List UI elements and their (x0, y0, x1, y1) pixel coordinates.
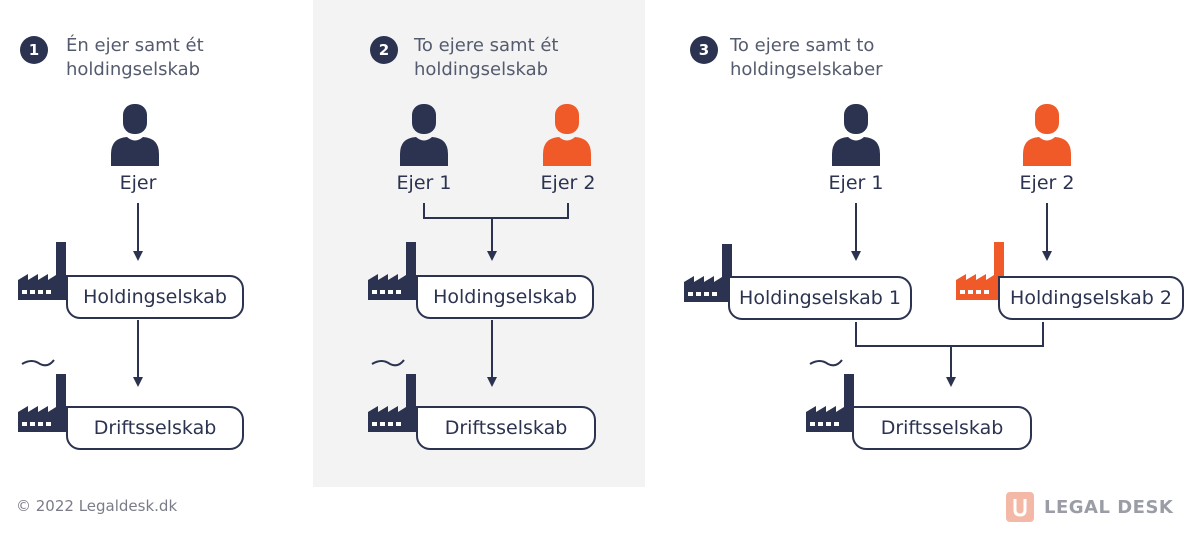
scenario-3-number: 3 (690, 36, 718, 64)
scenario-1-title: Én ejer samt ét holdingselskab (66, 35, 204, 80)
holding-company-box: Holdingselskab (416, 275, 594, 319)
factory-smoke-icon (368, 359, 416, 432)
factory-icon (18, 242, 66, 300)
copyright-text: © 2022 Legaldesk.dk (16, 497, 178, 515)
brand-logo: LEGAL DESK (1006, 492, 1173, 522)
owner-1-person-icon (832, 104, 880, 166)
scenario-2-title: To ejere samt ét holdingselskab (414, 35, 559, 80)
operating-company-box: Driftsselskab (416, 406, 596, 450)
owner-1-person-icon (400, 104, 448, 166)
scenario-2-background (313, 0, 645, 487)
owner-2-person-icon (543, 104, 591, 166)
factory-icon (684, 244, 732, 302)
scenario-2-number: 2 (370, 36, 398, 64)
holding-company-box: Holdingselskab (66, 275, 244, 319)
factory-icon (368, 242, 416, 300)
owner-2-person-icon (1023, 104, 1071, 166)
holding-company-2-box: Holdingselskab 2 (998, 276, 1184, 320)
bracket-owners-2 (423, 203, 569, 219)
owner-person-icon (111, 104, 159, 166)
factory-orange-icon (956, 242, 1004, 300)
scenario-3-title: To ejere samt to holdingselskaber (730, 35, 883, 80)
factory-smoke-icon (806, 359, 854, 432)
scenario-1-number: 1 (20, 36, 48, 64)
owner-label: Ejer (119, 172, 157, 194)
legal-desk-logo-icon (1006, 492, 1034, 522)
operating-company-box: Driftsselskab (66, 406, 244, 450)
owner-2-label: Ejer 2 (540, 172, 596, 194)
holding-company-1-box: Holdingselskab 1 (728, 276, 912, 320)
factory-smoke-icon (18, 359, 66, 432)
brand-name: LEGAL DESK (1044, 496, 1174, 518)
owner-2-label: Ejer 2 (1019, 172, 1075, 194)
owner-1-label: Ejer 1 (828, 172, 884, 194)
bracket-holdings-3 (855, 322, 1044, 347)
operating-company-box: Driftsselskab (852, 406, 1032, 450)
owner-1-label: Ejer 1 (396, 172, 452, 194)
